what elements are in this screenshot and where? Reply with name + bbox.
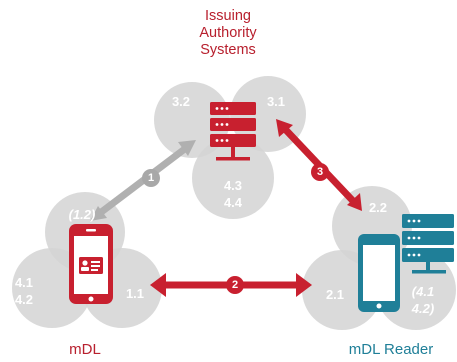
issuer-num-3-2: 3.2 <box>171 94 191 109</box>
arrow-2-badge: 2 <box>226 276 244 294</box>
issuer-label-line1: Issuing <box>205 8 251 24</box>
mdl-label: mDL <box>69 341 101 358</box>
issuer-num-4-3-4-4: 4.3 4.4 <box>223 178 243 210</box>
mdl-num-4-1-4-2: 4.1 4.2 <box>14 275 34 307</box>
issuer-label-line2: Authority <box>199 25 257 41</box>
mdl-num-1-2: (1.2) <box>68 207 96 222</box>
issuer-circle-bottom <box>192 137 274 219</box>
id-card-icon <box>79 257 103 274</box>
reader-label: mDL Reader <box>348 341 434 358</box>
reader-num-2-2: 2.2 <box>368 200 388 215</box>
issuer-label-line3: Systems <box>200 42 256 58</box>
reader-num-2-1: 2.1 <box>325 287 345 302</box>
reader-num-4-1-4-2: (4.1 4.2) <box>411 284 435 316</box>
issuer-label: Issuing Authority Systems <box>168 8 288 59</box>
issuer-num-3-1: 3.1 <box>266 94 286 109</box>
mdl-phone-icon <box>69 224 113 304</box>
mdl-num-1-1: 1.1 <box>125 286 145 301</box>
arrow-1-badge: 1 <box>142 169 160 187</box>
reader-server-icon <box>402 214 454 274</box>
reader-phone-icon <box>358 234 400 312</box>
server-icon <box>210 102 256 161</box>
arrow-3-badge: 3 <box>311 163 329 181</box>
